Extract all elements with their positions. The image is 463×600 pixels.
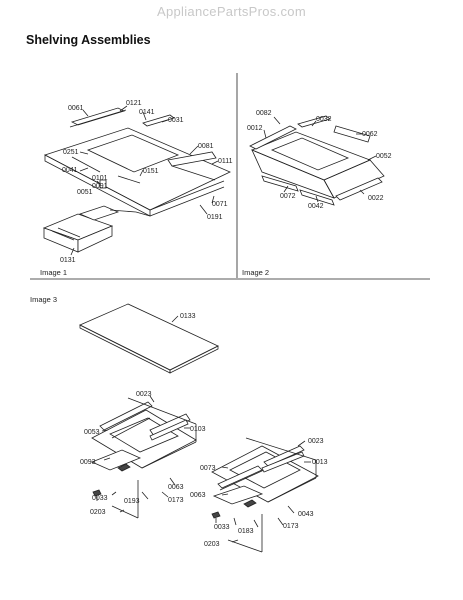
part-label[interactable]: 0041 [62,167,78,174]
part-label[interactable]: 0131 [60,257,76,264]
part-label[interactable]: 0173 [168,497,184,504]
part-label[interactable]: 0012 [247,125,263,132]
part-label[interactable]: 0052 [376,153,392,160]
part-label[interactable]: 0203 [204,541,220,548]
part-label[interactable]: 0071 [212,201,228,208]
image1-label: Image 1 [40,268,67,277]
part-label[interactable]: 0251 [63,149,79,156]
image2-assembly [249,115,385,206]
part-label[interactable]: 0063 [168,484,184,491]
part-label[interactable]: 0082 [256,110,272,117]
part-label[interactable]: 0073 [200,465,216,472]
part-label[interactable]: 0051 [77,189,93,196]
part-label[interactable]: 0091 [92,183,108,190]
watermark: AppliancePartsPros.com [157,4,306,19]
part-labels: Image 1 Image 2 Image 3 0061 0121 0141 0… [30,100,392,548]
part-label[interactable]: 0103 [190,426,206,433]
part-label[interactable]: 0111 [218,158,233,165]
part-label[interactable]: 0133 [180,313,196,320]
part-label[interactable]: 0023 [308,438,324,445]
part-label[interactable]: 0183 [238,528,254,535]
part-label[interactable]: 0042 [308,203,324,210]
image3-label: Image 3 [30,295,57,304]
part-label[interactable]: 0101 [92,175,108,182]
part-label[interactable]: 0033 [92,495,108,502]
part-label[interactable]: 0061 [68,105,84,112]
part-label[interactable]: 0141 [139,109,155,116]
part-label[interactable]: 0023 [136,391,152,398]
panel-dividers [30,73,430,280]
part-label[interactable]: 0173 [283,523,299,530]
part-label[interactable]: 0191 [207,214,223,221]
part-label[interactable]: 0193 [124,498,140,505]
part-label[interactable]: 0081 [198,143,214,150]
part-label[interactable]: 0022 [368,195,384,202]
part-label[interactable]: 0013 [312,459,328,466]
part-label[interactable]: 0093 [80,459,96,466]
part-label[interactable]: 0062 [362,131,378,138]
image1-assembly [42,105,231,256]
part-label[interactable]: 0053 [84,429,100,436]
part-label[interactable]: 0121 [126,100,142,107]
part-label[interactable]: 0032 [316,116,332,123]
part-label[interactable]: 0033 [214,524,230,531]
part-label[interactable]: 0151 [143,168,159,175]
part-label[interactable]: 0031 [168,117,184,124]
page-title: Shelving Assemblies [26,33,151,47]
part-label[interactable]: 0072 [280,193,296,200]
part-label[interactable]: 0063 [190,492,206,499]
part-label[interactable]: 0043 [298,511,314,518]
image3-assembly [79,303,319,553]
part-label[interactable]: 0203 [90,509,106,516]
image2-label: Image 2 [242,268,269,277]
